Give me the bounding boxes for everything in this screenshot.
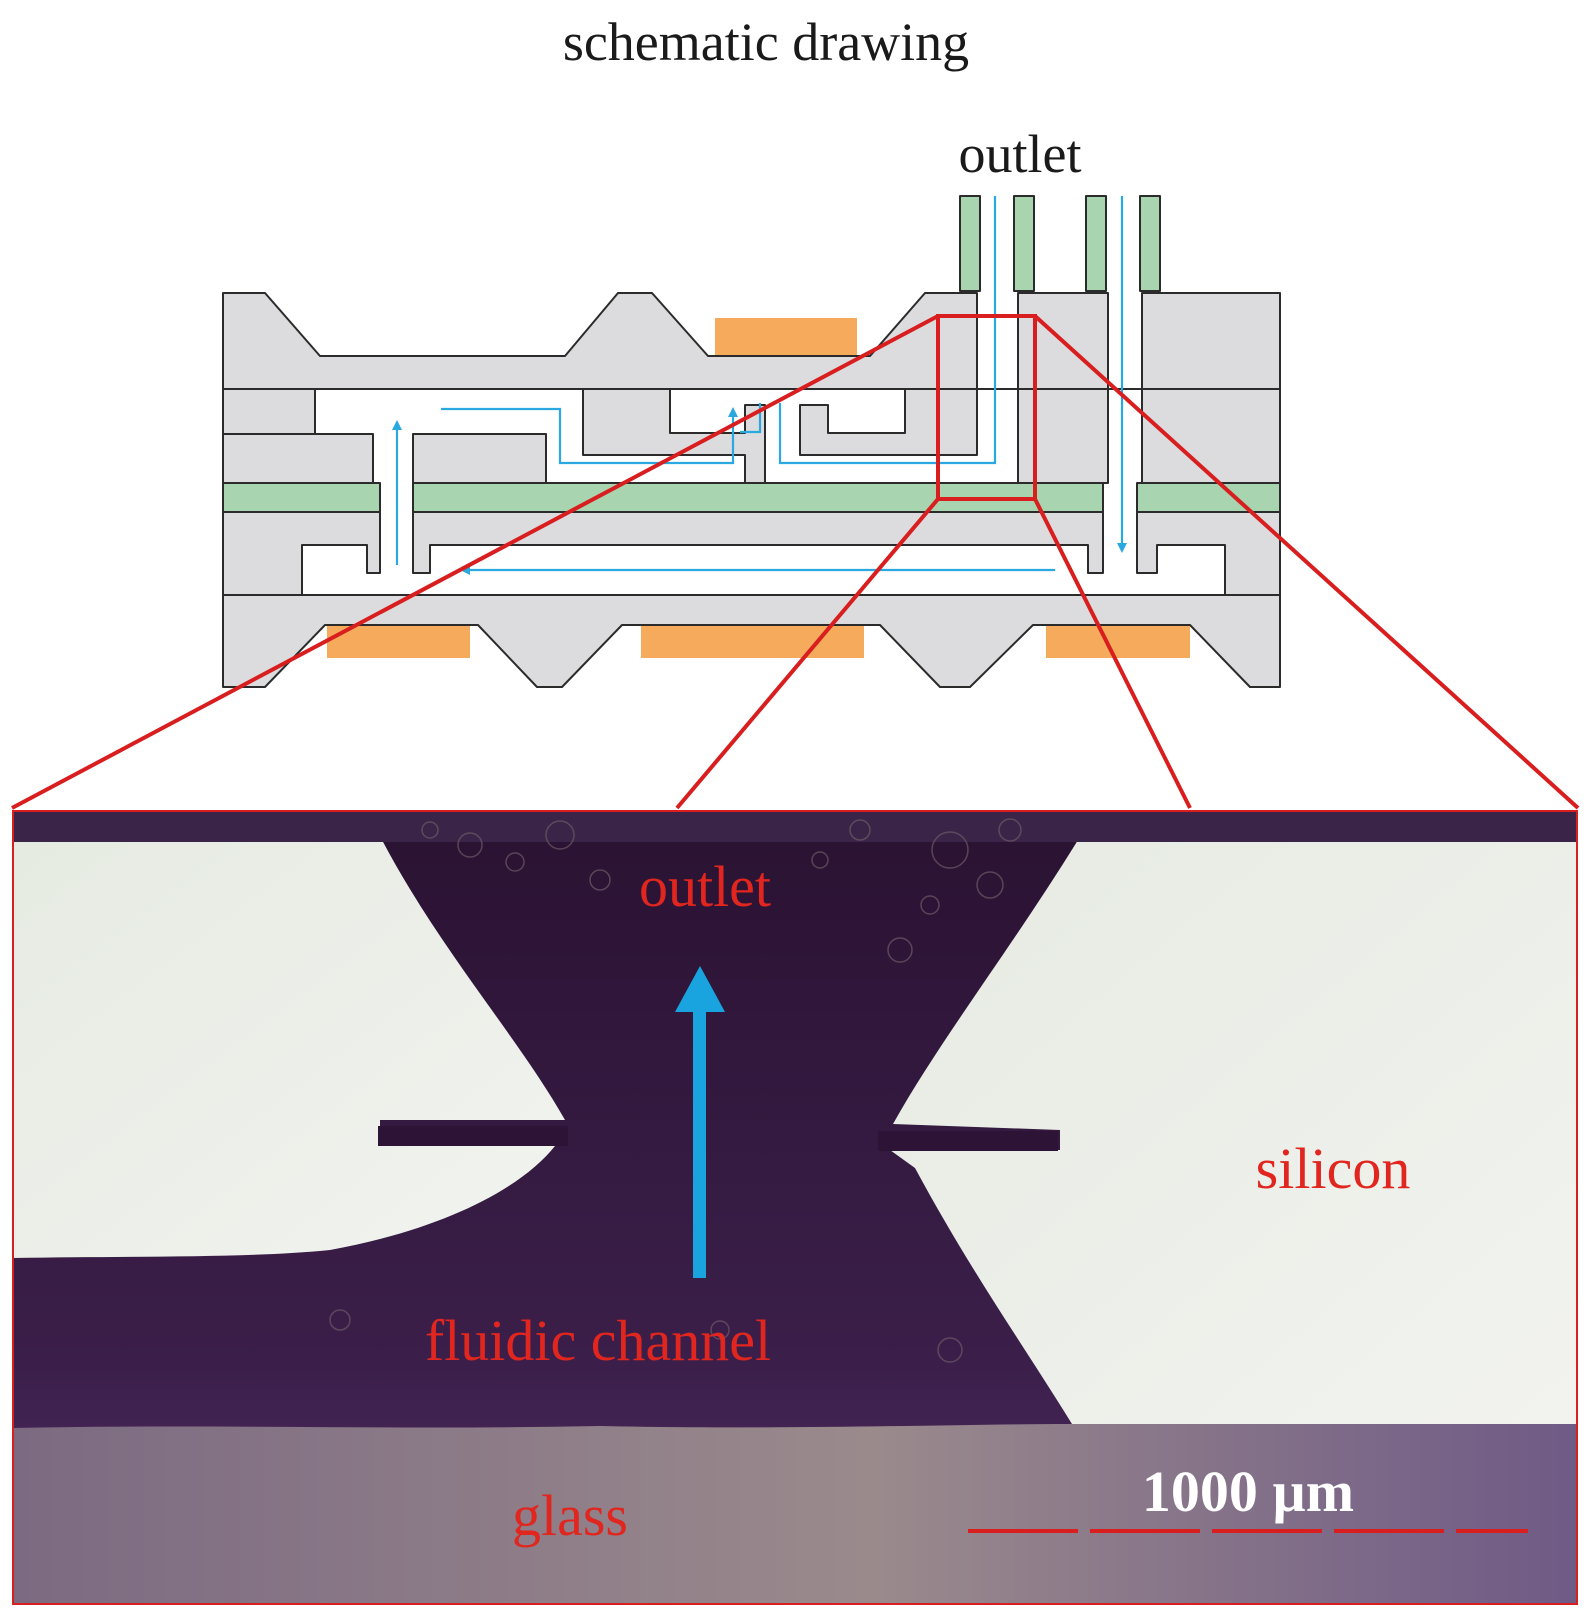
photo-silicon-label: silicon [1256,1136,1411,1201]
electrode-bottom-3 [1046,626,1190,658]
lower-mid-block [412,433,547,484]
electrode-bottom-2 [641,626,864,658]
zoom-callout [11,314,1580,810]
electrodes [327,318,1190,658]
schematic-outlet-label: outlet [959,124,1082,184]
silicon-right [890,840,1578,1424]
schematic [222,195,1281,688]
lower-left-block [222,433,374,484]
zoom-box [936,314,1037,501]
electrode-bottom-1 [327,626,470,658]
outlet-tube-3 [1085,195,1107,292]
outlet-tube-1 [959,195,981,292]
micrograph [12,810,1578,1605]
outlet-tube-4 [1139,195,1161,292]
spiral-block-right [784,388,978,456]
lower-center-block [412,511,1104,574]
photo-channel-label: fluidic channel [425,1308,771,1373]
spiral-block-left [582,388,766,484]
upper-right-block [1141,388,1281,484]
top-band [12,810,1578,842]
outlet-tube-2 [1013,195,1035,292]
scale-bar-label: 1000 µm [1142,1459,1354,1524]
photo-glass-label: glass [512,1483,628,1548]
schematic-title: schematic drawing [563,12,969,72]
bottom-silicon-wafer [222,594,1281,688]
upper-left-block [222,388,316,435]
flow-arrow [675,966,725,1278]
mid-right-block [1017,388,1109,484]
photo-outlet-label: outlet [639,854,771,919]
glass-region [12,1424,1578,1605]
electrode-top [715,318,857,355]
silicon-left [12,840,565,1258]
